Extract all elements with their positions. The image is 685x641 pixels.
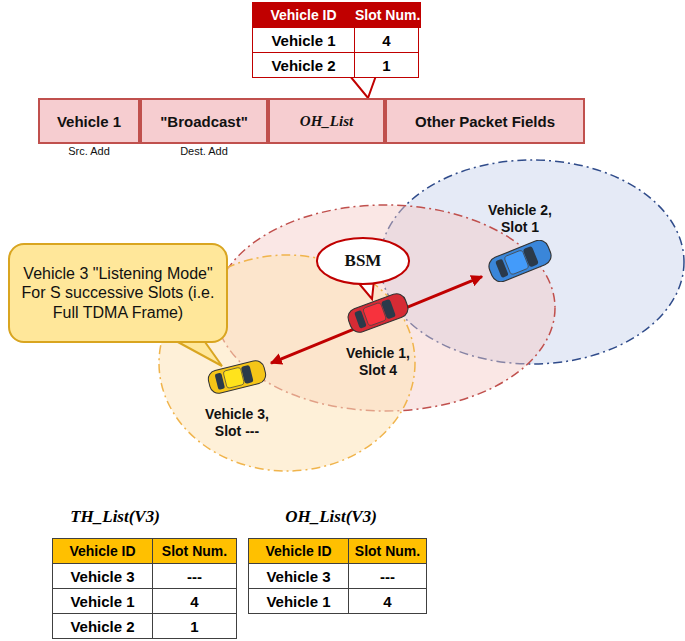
car-body	[486, 240, 554, 282]
car-windshield	[381, 299, 396, 320]
car-rear-window	[215, 373, 226, 390]
vehicle-car: Vehicle 2, Slot 1	[482, 240, 558, 282]
table-cell: ---	[348, 563, 427, 589]
table-cell: 1	[354, 52, 419, 78]
table-cell: 4	[152, 588, 237, 614]
car-rear-window	[495, 259, 509, 278]
table-cell: ---	[152, 563, 237, 589]
node-text: Vehicle 1	[57, 113, 121, 130]
table-header: Slot Num.	[348, 538, 427, 564]
car-body	[345, 291, 410, 335]
vehicle-car: Vehicle 1, Slot 4	[342, 290, 414, 336]
table-cell: Vehicle 1	[252, 27, 355, 53]
car-roof	[223, 367, 244, 388]
packet-field: OH_List	[268, 98, 385, 144]
node-text: Vehicle 1, Slot 4	[336, 345, 420, 379]
table-cell: 1	[152, 613, 237, 639]
node-text: Vehicle 3 "Listening Mode" For S success…	[18, 264, 218, 322]
table-cell: Vehicle 3	[248, 563, 349, 589]
packet-field: Vehicle 1Src. Add	[38, 98, 140, 144]
table-header: Slot Num.	[152, 538, 237, 564]
packet-field: "Broadcast"Dest. Add	[140, 98, 268, 144]
car-windshield	[523, 246, 539, 268]
packet-field: Other Packet Fields	[385, 98, 585, 144]
car-icon	[482, 240, 558, 282]
table-cell: Vehicle 2	[252, 52, 355, 78]
list-title: TH_List(V3)	[50, 504, 180, 530]
car-icon	[203, 357, 271, 397]
table-cell: Vehicle 1	[248, 588, 349, 614]
list-title: OH_List(V3)	[266, 504, 396, 530]
car-body	[206, 359, 267, 395]
table-cell: Vehicle 1	[52, 588, 153, 614]
address-caption: Src. Add	[40, 145, 138, 157]
node-text: Other Packet Fields	[415, 113, 555, 130]
table-cell: Vehicle 2	[52, 613, 153, 639]
node-text: Vehicle 3, Slot ---	[195, 406, 279, 440]
car-icon	[342, 290, 414, 336]
table-header: Slot Num.	[354, 2, 421, 28]
car-rear-window	[354, 310, 367, 329]
node-text: "Broadcast"	[160, 113, 248, 130]
table-cell: Vehicle 3	[52, 563, 153, 589]
table-header: Vehicle ID	[248, 538, 349, 564]
table-header: Vehicle ID	[52, 538, 153, 564]
car-windshield	[241, 365, 254, 384]
table-cell: 4	[348, 588, 427, 614]
vehicle-car: Vehicle 3, Slot ---	[203, 357, 271, 397]
node-text: BSM	[345, 251, 382, 271]
table-cell: 4	[354, 27, 419, 53]
callout-bubble: Vehicle 3 "Listening Mode" For S success…	[8, 243, 228, 343]
bubble-ellipse	[317, 238, 409, 284]
address-caption: Dest. Add	[142, 145, 266, 157]
table-header: Vehicle ID	[252, 2, 355, 28]
bsm-bubble: BSM	[315, 236, 411, 286]
node-text: Vehicle 2, Slot 1	[478, 202, 562, 236]
node-text: OH_List	[300, 113, 353, 130]
